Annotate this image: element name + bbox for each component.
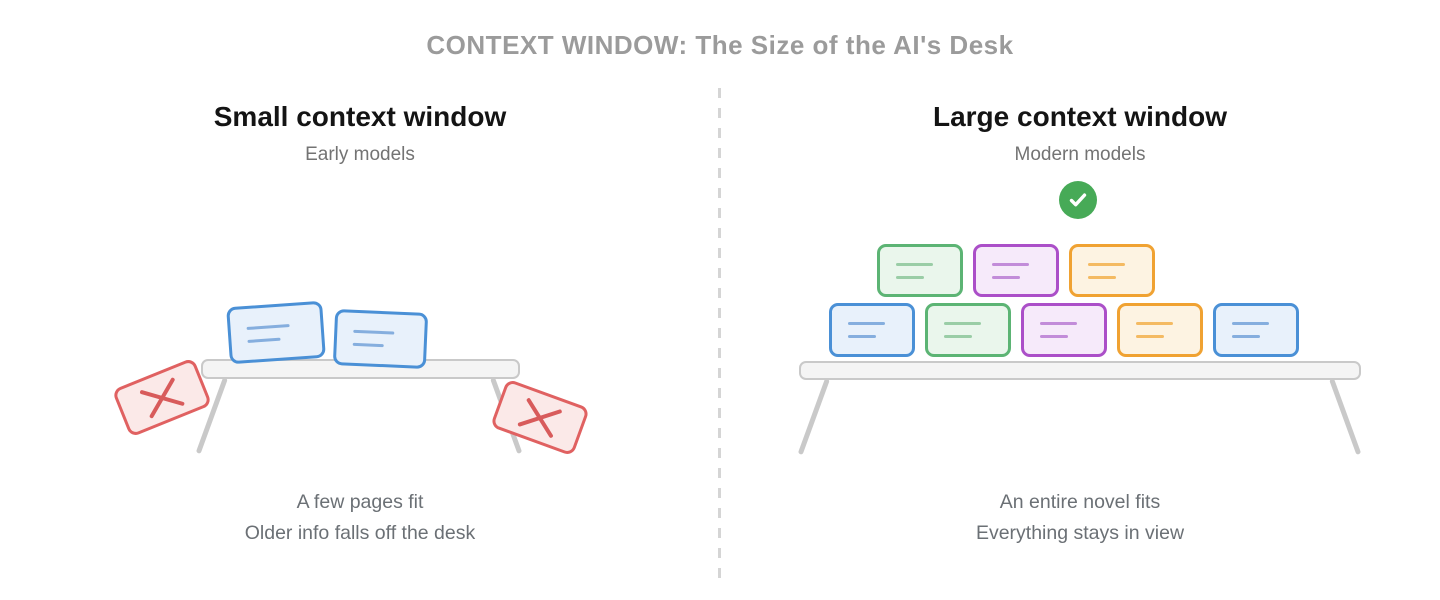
card-text-line [944,335,973,338]
left-panel-caption: A few pages fit Older info falls off the… [0,487,720,549]
card-text-line [848,322,886,325]
page-card-blue [1213,303,1299,357]
card-text-line [1040,322,1078,325]
x-mark-icon [116,361,209,433]
small-desk-leg-right [490,377,523,455]
card-text-line [1232,335,1261,338]
right-panel-heading: Large context window [932,101,1228,132]
card-text-line [896,262,934,266]
page-card-green [925,303,1011,357]
right-panel-subheading: Modern models [1014,143,1146,165]
page-card-orange [1117,303,1203,357]
rejected-page-card [111,357,213,438]
small-desk-leg-left [195,377,228,455]
card-text-line [1040,335,1069,338]
caption-line: Everything stays in view [975,522,1185,544]
large-desk-leg-left [797,378,830,456]
caption-line: A few pages fit [296,491,424,513]
large-desk-top-row [877,244,1155,297]
page-card-purple [1021,303,1107,357]
card-text-line [944,322,982,325]
card-text-line [992,275,1021,279]
card-text-line [353,329,395,335]
page-card-green [877,244,963,297]
page-card-orange [1069,244,1155,297]
page-card-purple [973,244,1059,297]
left-panel-heading: Small context window [213,101,507,132]
diagram-title: CONTEXT WINDOW: The Size of the AI's Des… [426,30,1014,60]
check-circle-icon [1059,181,1097,219]
card-text-line [896,275,925,279]
card-text-line [246,323,290,330]
page-card-blue [226,300,326,365]
caption-line: An entire novel fits [999,491,1161,513]
card-text-line [992,262,1030,266]
page-card-blue [829,303,915,357]
card-text-line [1232,322,1270,325]
left-panel-subheading: Early models [305,143,415,165]
left-panel-header: Small context window Early models [0,101,720,166]
card-text-line [1136,322,1174,325]
card-text-line [848,335,877,338]
checkmark-glyph [1069,193,1087,207]
card-text-line [1088,262,1126,266]
panel-divider [718,88,721,578]
right-panel-header: Large context window Modern models [720,101,1440,166]
card-text-line [1136,335,1165,338]
large-desk-top [799,361,1361,380]
large-desk-bottom-row [829,303,1299,357]
large-desk-leg-right [1329,378,1362,456]
caption-line: Older info falls off the desk [244,522,476,544]
card-text-line [352,342,385,348]
card-text-line [1088,275,1117,279]
card-text-line [247,337,281,343]
small-desk-top [201,359,520,379]
right-panel-caption: An entire novel fits Everything stays in… [720,487,1440,549]
